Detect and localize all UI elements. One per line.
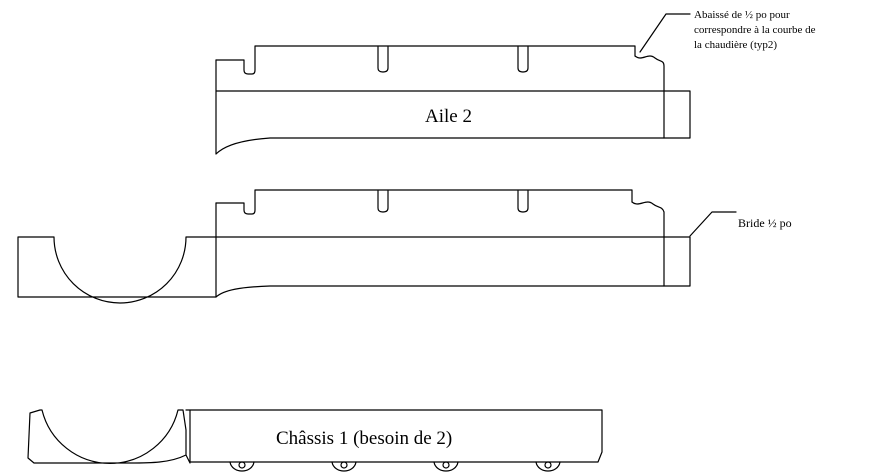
assembly-wavy-end <box>631 201 665 287</box>
chassis-part-drawing <box>27 409 603 472</box>
wing-part-drawing <box>215 13 691 155</box>
chassis-mounting-tabs <box>229 461 561 472</box>
wing-part-label: Aile 2 <box>425 106 472 127</box>
assembly-top-rail <box>215 189 633 215</box>
wing-wavy-end <box>634 55 665 139</box>
wing-body-outline <box>215 59 691 155</box>
lowered-note-line2: correspondre à la courbe de <box>694 24 816 36</box>
chassis-tab-2 <box>331 461 357 472</box>
lowered-note-leader <box>639 13 691 53</box>
chassis-tab-1 <box>229 461 255 472</box>
chassis-saddle <box>27 409 191 464</box>
flange-note-label: Bride ½ po <box>738 216 792 230</box>
chassis-part-label: Châssis 1 (besoin de 2) <box>276 428 452 449</box>
lowered-note-line3: la chaudière (typ2) <box>694 39 777 51</box>
chassis-tab-4 <box>535 461 561 472</box>
lowered-note-line1: Abaissé de ½ po pour <box>694 9 790 21</box>
assembly-saddle <box>17 236 217 304</box>
chassis-plate-outline <box>185 409 603 463</box>
assembly-body-outline <box>215 202 691 298</box>
chassis-tab-3 <box>433 461 459 472</box>
flange-note-leader <box>689 211 737 237</box>
assembly-drawing <box>17 189 737 304</box>
wing-top-rail <box>215 45 636 75</box>
